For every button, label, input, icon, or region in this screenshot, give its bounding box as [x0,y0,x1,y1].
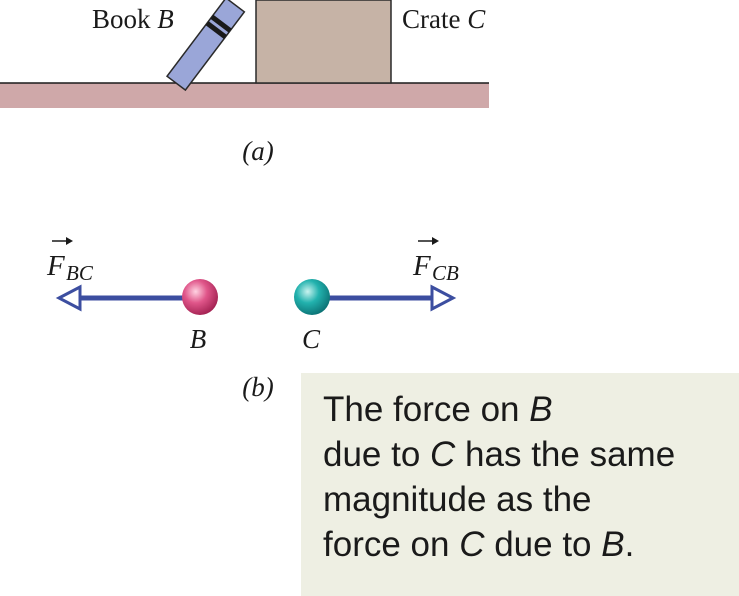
note-line-4: force on C due to B. [323,525,635,564]
force-bc-label: F BC [46,237,94,285]
book [165,0,246,92]
note-line-3: magnitude as the [323,480,592,519]
ball-b [182,279,218,315]
crate-label: Crate C [402,4,486,34]
book-label: Book B [92,4,174,34]
floor-surface [0,83,489,108]
explanation-note: The force on B due to C has the same mag… [301,373,739,596]
caption-a: (a) [242,136,273,166]
vector-arrow-mark-head [66,237,73,245]
ball-c [294,279,330,315]
vector-arrow-mark-head [432,237,439,245]
force-cb-arrowhead [430,284,457,312]
book-spine-band [205,21,227,39]
ball-b-label: B [190,324,207,354]
svg-text:BC: BC [66,261,94,285]
part-a-scene: Book B Crate C (a) [0,0,489,166]
note-line-2: due to C has the same [323,435,676,474]
force-cb-label: F CB [412,237,459,285]
book-spine-band [210,14,232,33]
crate [255,0,392,84]
svg-text:F: F [46,250,65,282]
svg-text:F: F [412,250,431,282]
part-b-free-body: F BC F CB B C (b) [46,237,459,402]
caption-b: (b) [242,372,273,402]
ball-c-label: C [302,324,321,354]
force-bc-arrowhead [55,284,82,312]
note-line-1: The force on B [323,390,553,429]
svg-text:CB: CB [432,261,459,285]
